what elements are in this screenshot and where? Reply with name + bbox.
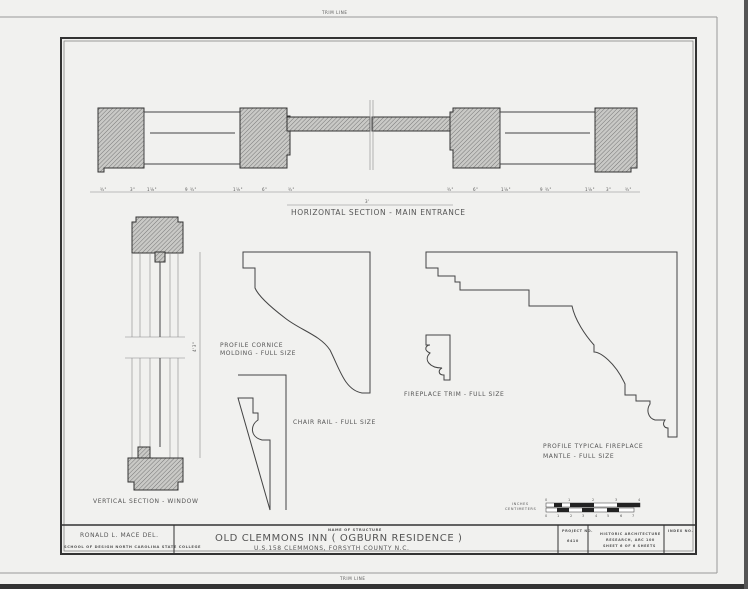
scale-tick: 3 — [615, 498, 618, 502]
dim: 1⅛" — [585, 187, 595, 192]
scale-tick: 0 — [545, 514, 548, 518]
dim: 3" — [606, 187, 612, 192]
scale-tick: 1 — [568, 498, 571, 502]
sheet-number: SHEET 6 OF 6 SHEETS — [603, 544, 656, 548]
mantle-label-2: MANTLE - FULL SIZE — [543, 453, 614, 460]
school: SCHOOL OF DESIGN NORTH CAROLINA STATE CO… — [64, 545, 201, 549]
scale-tick: 5 — [607, 514, 610, 518]
dim: ¾" — [288, 187, 295, 192]
scale-tick: 6 — [620, 514, 623, 518]
scale-tick: 2 — [592, 498, 595, 502]
agency-line-1: HISTORIC ARCHITECTURE — [600, 532, 661, 536]
scan-edge-right — [744, 0, 748, 589]
chair-rail-label: CHAIR RAIL - FULL SIZE — [293, 419, 376, 426]
scale-tick: 3 — [582, 514, 585, 518]
project-no: 6410 — [567, 539, 579, 543]
structure-name: OLD CLEMMONS INN ( OGBURN RESIDENCE ) — [215, 533, 463, 544]
drawing-border — [60, 37, 697, 555]
vertical-section-label: VERTICAL SECTION - WINDOW — [93, 498, 199, 505]
scale-tick: 1 — [557, 514, 560, 518]
dim: 9 ¾" — [185, 187, 197, 192]
window-height-dim: 4'3" — [192, 342, 197, 352]
bottom-trim-label: TRIM LINE — [339, 576, 365, 581]
scale-tick: 0 — [545, 498, 548, 502]
dim: 6" — [262, 187, 268, 192]
name-of-structure-caption: NAME OF STRUCTURE — [328, 528, 382, 532]
horizontal-section-label: HORIZONTAL SECTION - MAIN ENTRANCE — [291, 208, 466, 217]
dim: ¾" — [100, 187, 107, 192]
chair-rail-profile: CHAIR RAIL - FULL SIZE — [237, 374, 376, 511]
dim: ¾" — [625, 187, 632, 192]
dim: 6" — [473, 187, 479, 192]
scale-tick: 7 — [632, 514, 635, 518]
project-no-label: PROJECT NO. — [562, 529, 593, 533]
cornice-label-1: PROFILE CORNICE — [220, 342, 283, 349]
horizontal-section-main-entrance: ¾" 3" 1⅛" 9 ¾" 1⅛" 6" ¾" ¾" 6" 1⅛" 9 ¾" … — [90, 100, 640, 217]
cornice-molding-profile: PROFILE CORNICE MOLDING - FULL SIZE — [220, 251, 371, 394]
structure-location: U.S.158 CLEMMONS, FORSYTH COUNTY N.C. — [254, 545, 410, 552]
dim: 1⅛" — [147, 187, 157, 192]
delineator: RONALD L. MACE DEL. — [80, 532, 159, 539]
scale-cm-label: CENTIMETERS — [505, 507, 536, 511]
scale-tick: 4 — [638, 498, 641, 502]
dim: 1⅛" — [501, 187, 511, 192]
fireplace-mantle-profile: PROFILE TYPICAL FIREPLACE MANTLE - FULL … — [425, 251, 678, 460]
vertical-section-window: 4'3" VERTICAL SECTION - WINDOW — [93, 216, 201, 505]
agency-line-2: RESEARCH, ARC 100 — [606, 538, 655, 542]
graphic-scale: INCHES CENTIMETERS 0 1 2 3 4 0 1 2 3 4 5… — [505, 498, 641, 518]
dim: 3" — [130, 187, 136, 192]
cornice-label-2: MOLDING - FULL SIZE — [220, 350, 296, 357]
fireplace-trim-label: FIREPLACE TRIM - FULL SIZE — [404, 391, 504, 398]
scale-tick: 2 — [570, 514, 573, 518]
title-block: RONALD L. MACE DEL. SCHOOL OF DESIGN NOR… — [61, 524, 696, 553]
top-trim-label: TRIM LINE — [321, 10, 347, 15]
mantle-label-1: PROFILE TYPICAL FIREPLACE — [543, 443, 643, 450]
fireplace-trim-profile: FIREPLACE TRIM - FULL SIZE — [404, 334, 504, 398]
dim: 1⅛" — [233, 187, 243, 192]
index-no-label: INDEX NO. — [668, 529, 693, 533]
scale-inches-label: INCHES — [512, 502, 529, 506]
drawing-inner-border — [63, 40, 694, 552]
dim-overall: 3' — [365, 199, 370, 204]
scan-edge — [0, 584, 748, 589]
dim: 9 ¾" — [540, 187, 552, 192]
dim: ¾" — [447, 187, 454, 192]
scale-tick: 4 — [595, 514, 598, 518]
